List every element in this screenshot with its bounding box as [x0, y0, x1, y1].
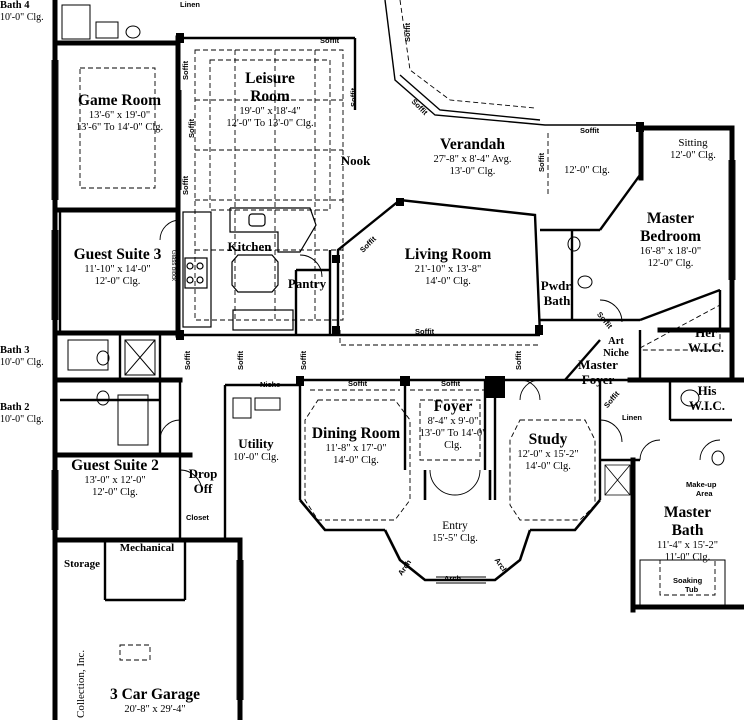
soffit-label: Soffit [181, 175, 190, 195]
soffit-label: Soffit [441, 379, 461, 388]
soffit-label: Soffit [403, 22, 412, 42]
verandah-side-ceiling: 12'-0" Clg. [564, 165, 610, 176]
soffit-label: Soffit [349, 87, 358, 107]
master-bedroom-label: Master Bedroom 16'-8" x 18'-0" 12'-0" Cl… [639, 210, 702, 269]
soffit-label: Soffit [183, 350, 192, 370]
interior-walls [58, 36, 732, 602]
arch-bottom-label: Arch [444, 574, 462, 583]
entry-label: Entry 15'-5" Clg. [432, 520, 478, 545]
master-foyer-label: Master Foyer [578, 357, 618, 387]
his-wic-label: His W.I.C. [688, 383, 725, 413]
linen-top-label: Linen [180, 0, 200, 9]
art-niche-label: Art Niche [603, 336, 629, 360]
powder-bath-label: Pwdr. Bath [540, 278, 574, 308]
master-bath-label: Master Bath 11'-4" x 15'-2" 11'-0" Clg. [657, 504, 718, 563]
soffit-label: Soffit [537, 152, 546, 172]
soffit-label: Soffit [181, 60, 190, 80]
kitchen-label: Kitchen [227, 239, 272, 254]
soffit-label: Soffit [415, 327, 435, 336]
her-wic-label: Her W.I.C. [687, 325, 724, 355]
living-room-label: Living Room 21'-10" x 13'-8" 14'-0" Clg. [404, 246, 492, 287]
door-swings [159, 219, 721, 496]
sitting-label: Sitting 12'-0" Clg. [670, 137, 716, 161]
soffit-label: Soffit [236, 350, 245, 370]
closet-label: Closet [186, 513, 209, 522]
dining-room-label: Dining Room 11'-8" x 17'-0" 14'-0" Clg. [311, 425, 401, 466]
soffit-label: Soffit [514, 350, 523, 370]
verandah-label: Verandah 27'-8" x 8'-4" Avg. 13'-0" Clg. [433, 136, 512, 177]
verandah-outline [354, 0, 640, 126]
soffit-label: Soffit [580, 126, 600, 135]
kitchen-fixtures [182, 207, 317, 331]
leisure-room-label: Leisure Room 19'-0" x 18'-4" 12'-0" To 1… [226, 70, 314, 129]
window-lines [51, 60, 736, 700]
pantry-label: Pantry [287, 276, 327, 291]
guest-suite3-label: Guest Suite 3 11'-10" x 14'-0" 12'-0" Cl… [73, 246, 162, 287]
niche-label: Niche [260, 380, 281, 389]
utility-label: Utility 10'-0" Clg. [233, 436, 279, 463]
garage-label: 3 Car Garage 20'-8" x 29'-4" [109, 686, 201, 715]
glass-block-label: Glass block [170, 250, 176, 282]
soffit-label: Soffit [320, 36, 340, 45]
foyer-label: Foyer 8'-4" x 9'-0" 13'-0" To 14'-0" Clg… [419, 398, 487, 451]
soffit-label: Soffit [348, 379, 368, 388]
soffit-label: Soffit [187, 118, 196, 138]
nook-label: Nook [340, 153, 371, 168]
entry-bay-walls [299, 470, 601, 582]
mechanical-label: Mechanical [119, 542, 175, 554]
storage-label: Storage [63, 558, 101, 570]
copyright-text: Collection, Inc. [75, 649, 87, 718]
master-tile [604, 464, 631, 496]
soffit-label: Soffit [299, 350, 308, 370]
game-room-label: Game Room 13'-6" x 19'-0" 13'-6" To 14'-… [75, 92, 164, 133]
linen-master-label: Linen [622, 413, 642, 422]
pilasters [176, 33, 644, 398]
guest-suite2-label: Guest Suite 2 13'-0" x 12'-0" 12'-0" Clg… [71, 457, 159, 498]
drop-off-label: Drop Off [188, 466, 218, 496]
study-label: Study 12'-0" x 15'-2" 14'-0" Clg. [517, 431, 579, 472]
bath-fixtures [61, 4, 726, 606]
